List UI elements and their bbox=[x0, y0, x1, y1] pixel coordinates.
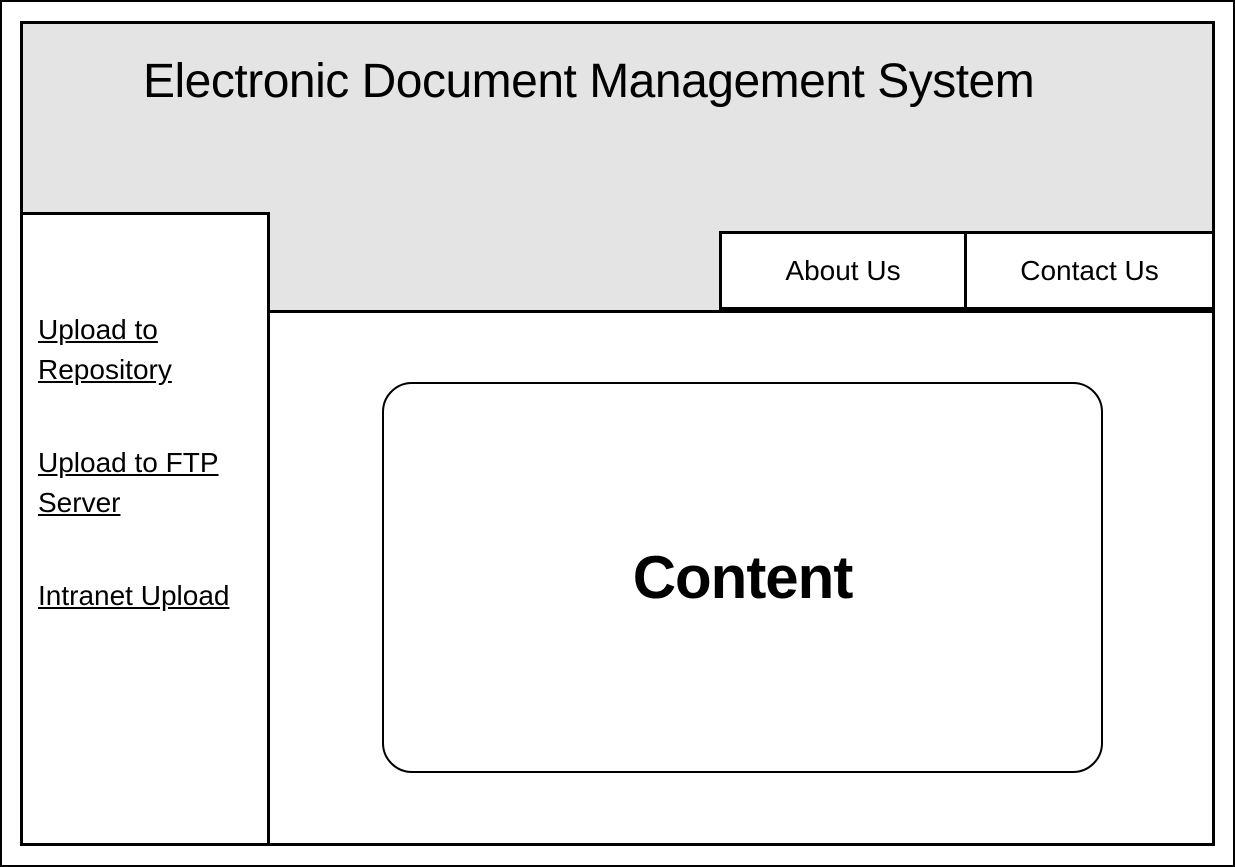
nav-item-about-us[interactable]: About Us bbox=[719, 231, 967, 310]
sidebar-link-intranet-upload[interactable]: Intranet Upload bbox=[38, 580, 230, 611]
sidebar: Upload to Repository Upload to FTP Serve… bbox=[23, 212, 270, 843]
sidebar-link-upload-repository[interactable]: Upload to Repository bbox=[38, 314, 172, 385]
sidebar-link-upload-ftp-server[interactable]: Upload to FTP Server bbox=[38, 447, 219, 518]
content-label: Content bbox=[632, 544, 854, 611]
nav-item-contact-us-label: Contact Us bbox=[1020, 254, 1159, 286]
page-title: Electronic Document Management System bbox=[143, 55, 1035, 108]
nav-item-about-us-label: About Us bbox=[785, 254, 901, 286]
nav-item-contact-us[interactable]: Contact Us bbox=[967, 231, 1212, 310]
app-window: Electronic Document Management System Ab… bbox=[20, 21, 1215, 846]
content-area: Content bbox=[382, 382, 1103, 773]
